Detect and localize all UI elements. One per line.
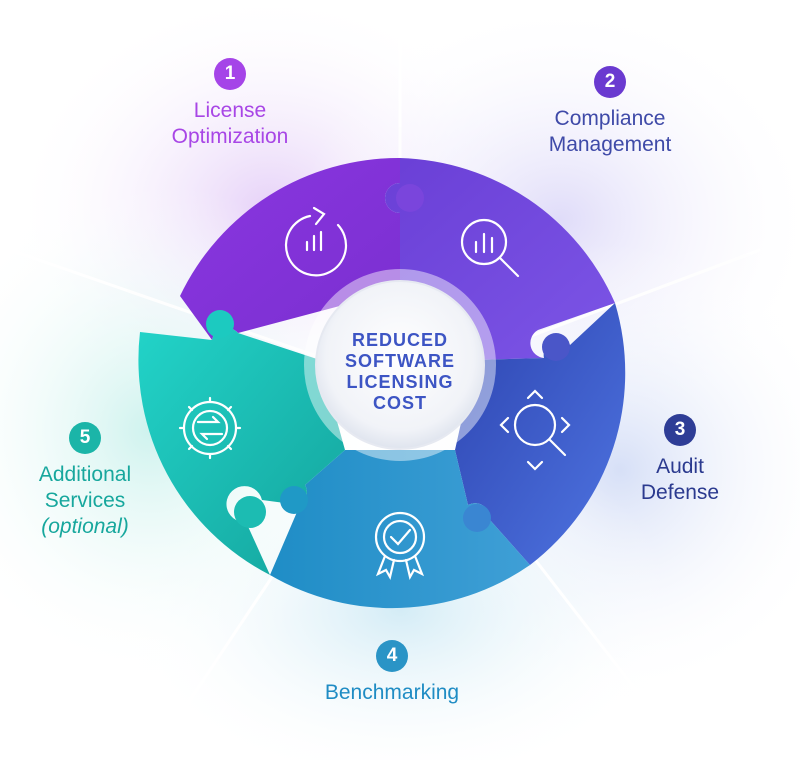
segment-4-label: 4 Benchmarking: [292, 640, 492, 706]
step-number-badge: 4: [376, 640, 408, 672]
segment-2-label: 2 Compliance Management: [520, 66, 700, 158]
segment-label-line: Compliance: [554, 107, 666, 130]
segment-1-label: 1 License Optimization: [140, 58, 320, 150]
segment-1-piece[interactable]: [180, 157, 400, 340]
segment-label-line: Management: [548, 133, 672, 156]
step-number-badge: 5: [69, 422, 101, 454]
focus-magnifier-icon: [499, 389, 571, 471]
segment-5-label: 5 Additional Services (optional): [10, 422, 160, 540]
segment-label-line: Services: [44, 489, 126, 512]
center-title-line: LICENSING: [346, 372, 454, 392]
segment-5-piece[interactable]: [138, 327, 345, 575]
segment-label-line: Optimization: [171, 125, 289, 148]
optional-note: (optional): [41, 515, 129, 538]
segment-label-line: Additional: [38, 463, 132, 486]
magnifier-chart-icon: [460, 218, 520, 278]
center-title-line: COST: [372, 393, 427, 413]
center-hub: [304, 269, 496, 461]
gear-arrows-icon: [178, 396, 242, 460]
segment-label-line: Defense: [640, 481, 720, 504]
center-title-line: REDUCED: [351, 330, 448, 350]
puzzle-knobs: [206, 184, 570, 532]
award-badge-icon: [374, 511, 426, 580]
segment-3-piece[interactable]: [455, 303, 626, 565]
center-title: REDUCED SOFTWARE LICENSING COST: [320, 330, 480, 414]
center-title-line: SOFTWARE: [345, 351, 455, 371]
segment-3-label: 3 Audit Defense: [620, 414, 740, 506]
segment-label-line: License: [193, 99, 267, 122]
step-number-badge: 3: [664, 414, 696, 446]
step-number-badge: 1: [214, 58, 246, 90]
step-number-badge: 2: [594, 66, 626, 98]
segment-4-piece[interactable]: [270, 450, 530, 609]
refresh-chart-icon: [284, 206, 348, 277]
segment-label-line: Audit: [656, 455, 704, 478]
segment-label-line: Benchmarking: [324, 681, 460, 704]
